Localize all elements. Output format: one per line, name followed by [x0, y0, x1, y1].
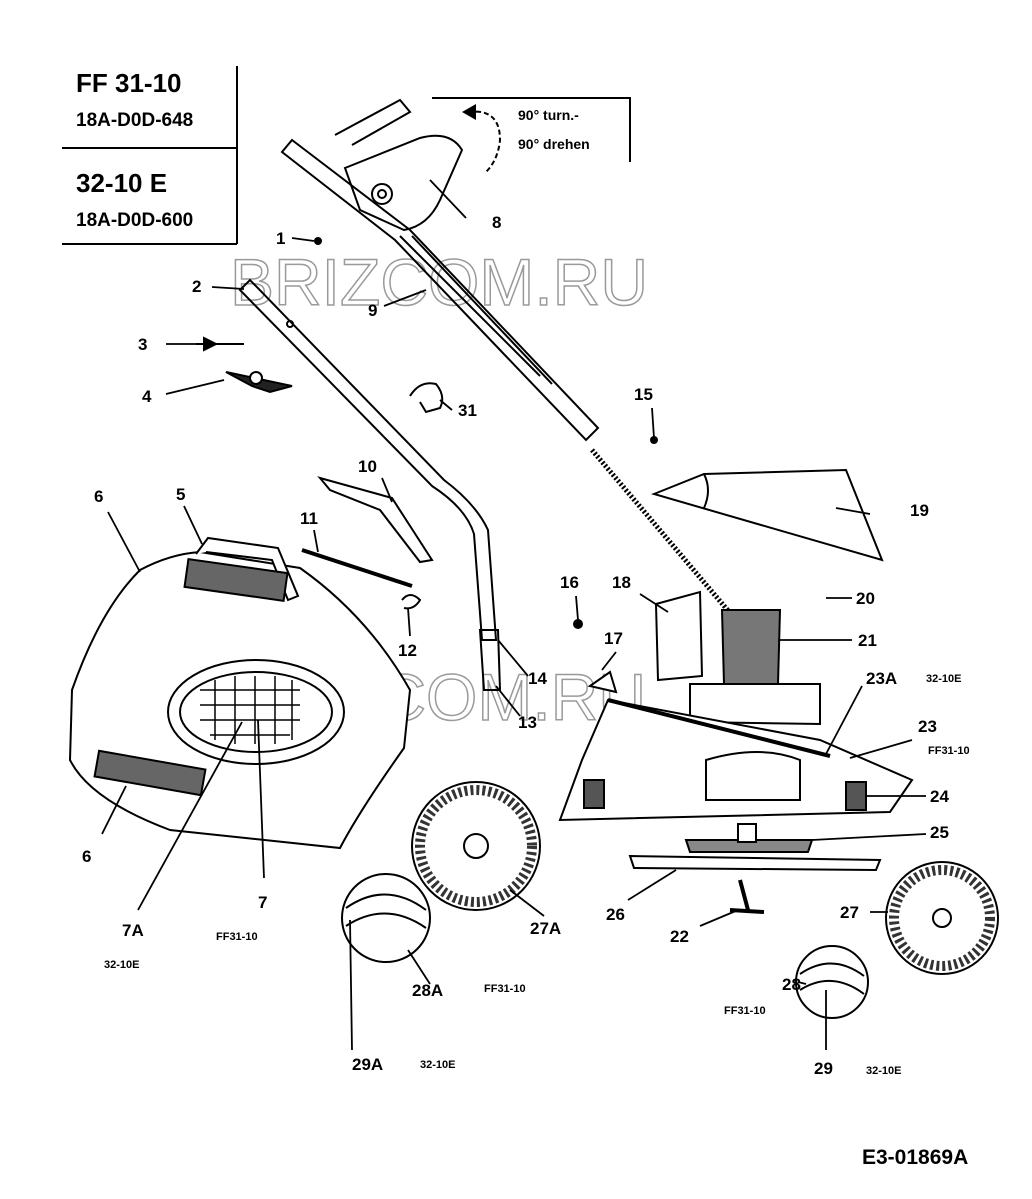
- callout-28a: 28A: [412, 981, 443, 1000]
- callout-11: 11: [300, 509, 318, 528]
- model-header: FF 31-10 18A-D0D-648 32-10 E 18A-D0D-600: [62, 66, 238, 245]
- callout-25: 25: [930, 823, 949, 842]
- variant-23: FF31-10: [928, 745, 970, 757]
- callout-16: 16: [560, 573, 579, 592]
- callout-27a: 27A: [530, 919, 561, 938]
- callout-10: 10: [358, 457, 377, 476]
- watermark-top: BRIZCOM.RU: [230, 245, 648, 319]
- rotation-note: 90° turn.- 90° drehen: [432, 97, 631, 173]
- variant-28: FF31-10: [724, 1005, 766, 1017]
- variant-7: FF31-10: [216, 931, 258, 943]
- leader-lines: [101, 179, 927, 1051]
- rear-flap-parts: [301, 476, 434, 610]
- model-a-title: FF 31-10: [76, 68, 182, 98]
- callout-2: 2: [192, 277, 201, 296]
- variant-7a: 32-10E: [104, 959, 139, 971]
- variant-23a: 32-10E: [926, 673, 961, 685]
- callout-13: 13: [518, 713, 537, 732]
- variant-29: 32-10E: [866, 1065, 901, 1077]
- rotation-note-line2: 90° drehen: [518, 136, 590, 152]
- callout-23a: 23A: [866, 669, 897, 688]
- callout-6-bottom: 6: [82, 847, 91, 866]
- callout-23: 23: [918, 717, 937, 736]
- callout-29a: 29A: [352, 1055, 383, 1074]
- callout-7: 7: [258, 893, 267, 912]
- callout-12: 12: [398, 641, 417, 660]
- blade-assembly: [628, 823, 882, 914]
- callout-7a: 7A: [122, 921, 144, 940]
- mower-deck: [558, 670, 914, 822]
- callout-17: 17: [604, 629, 623, 648]
- callout-19: 19: [910, 501, 929, 520]
- power-cable: [590, 448, 738, 622]
- upper-handle-assembly: [280, 98, 600, 442]
- callout-9: 9: [368, 301, 377, 320]
- wheel-27a: [411, 781, 541, 911]
- model-b-code: 18A-D0D-600: [76, 210, 193, 231]
- model-a-code: 18A-D0D-648: [76, 110, 193, 131]
- rotation-note-line1: 90° turn.-: [518, 107, 579, 123]
- callout-5: 5: [176, 485, 185, 504]
- callout-3: 3: [138, 335, 147, 354]
- callout-26: 26: [606, 905, 625, 924]
- callout-18: 18: [612, 573, 631, 592]
- callout-22: 22: [670, 927, 689, 946]
- variant-tags: FF31-10 32-10E 32-10E FF31-10 FF31-10 FF…: [104, 673, 970, 1077]
- motor-switch-assembly: [654, 590, 821, 726]
- callout-27: 27: [840, 903, 859, 922]
- callout-8: 8: [492, 213, 501, 232]
- callout-labels: 1 2 3 4 5 6 6 7 7A 8 9 10 11 12 13 14 15…: [82, 213, 949, 1078]
- callout-6-top: 6: [94, 487, 103, 506]
- callout-24: 24: [930, 787, 949, 806]
- hubcap-28: [795, 945, 869, 1019]
- catcher-cover: [650, 468, 884, 562]
- callout-15: 15: [634, 385, 653, 404]
- wheel-27: [885, 861, 999, 975]
- callout-21: 21: [858, 631, 877, 650]
- callout-28: 28: [782, 975, 801, 994]
- callout-31: 31: [458, 401, 477, 420]
- callout-1: 1: [276, 229, 285, 248]
- small-fasteners: [196, 237, 658, 629]
- drawing-code: E3-01869A: [862, 1146, 968, 1169]
- callout-14: 14: [528, 669, 547, 688]
- hubcap-28a: [341, 873, 431, 963]
- model-b-title: 32-10 E: [76, 168, 167, 198]
- grass-catcher-box: [68, 536, 412, 850]
- callout-4: 4: [142, 387, 152, 406]
- variant-28a: FF31-10: [484, 983, 526, 995]
- callout-29: 29: [814, 1059, 833, 1078]
- callout-20: 20: [856, 589, 875, 608]
- variant-29a: 32-10E: [420, 1059, 455, 1071]
